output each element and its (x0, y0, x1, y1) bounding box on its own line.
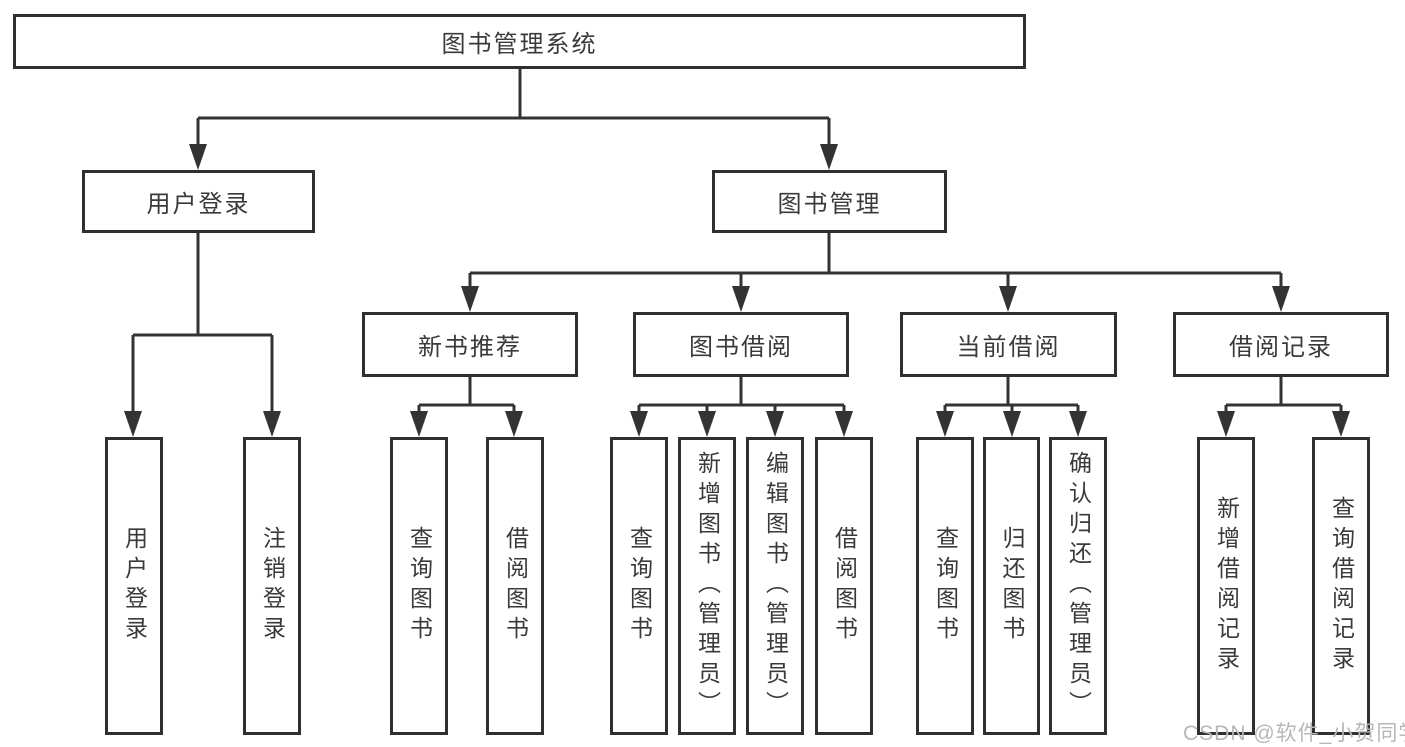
arrow-icon (124, 411, 142, 437)
leaf-borrow-books-recommend: 借阅图书 (486, 437, 544, 735)
connector-path (196, 69, 831, 152)
leaf-query-borrow-record: 查询借阅记录 (1312, 437, 1370, 735)
arrow-icon (1217, 411, 1235, 437)
arrow-icon (766, 411, 784, 437)
connector-path (637, 377, 846, 419)
leaf-label: 新增图书（管理员） (694, 451, 721, 721)
leaf-query-books-borrow: 查询图书 (610, 437, 668, 735)
arrow-icon (189, 144, 207, 170)
node-new-book-recommend: 新书推荐 (362, 312, 578, 377)
arrow-icon (461, 286, 479, 312)
leaf-add-borrow-record: 新增借阅记录 (1197, 437, 1255, 735)
arrow-icon (505, 411, 523, 437)
node-book-borrow: 图书借阅 (633, 312, 849, 377)
leaf-label: 新增借阅记录 (1213, 496, 1240, 676)
leaf-label: 注销登录 (259, 526, 286, 646)
leaf-label: 查询图书 (406, 526, 433, 646)
node-current-borrow: 当前借阅 (900, 312, 1117, 377)
leaf-label: 查询图书 (932, 526, 959, 646)
arrow-icon (1003, 411, 1021, 437)
leaf-edit-book-admin: 编辑图书（管理员） (746, 437, 804, 735)
arrow-icon (263, 411, 281, 437)
leaf-user-login: 用户登录 (105, 437, 163, 735)
arrow-icon (936, 411, 954, 437)
connector-path (1224, 377, 1343, 419)
leaf-label: 确认归还（管理员） (1065, 451, 1092, 721)
node-user-login: 用户登录 (82, 170, 315, 233)
arrow-icon (410, 411, 428, 437)
connector-path (417, 377, 516, 419)
connector-path (943, 377, 1080, 419)
arrow-icon (1332, 411, 1350, 437)
arrow-icon (835, 411, 853, 437)
connector-path (131, 233, 274, 419)
leaf-label: 归还图书 (999, 526, 1025, 646)
leaf-label: 查询借阅记录 (1328, 496, 1355, 676)
arrow-icon (630, 411, 648, 437)
leaf-add-book-admin: 新增图书（管理员） (678, 437, 736, 735)
leaf-logout: 注销登录 (243, 437, 301, 735)
leaf-label: 借阅图书 (502, 526, 529, 646)
connector-path (468, 233, 1283, 294)
arrow-icon (698, 411, 716, 437)
leaf-query-books-current: 查询图书 (916, 437, 974, 735)
node-library-system: 图书管理系统 (13, 14, 1026, 69)
watermark: CSDN @软件_小贺同学 (1183, 722, 1405, 745)
node-book-management: 图书管理 (712, 170, 947, 233)
leaf-borrow-books-borrow: 借阅图书 (815, 437, 873, 735)
leaf-label: 借阅图书 (831, 526, 858, 646)
arrow-icon (1272, 286, 1290, 312)
leaf-query-books-recommend: 查询图书 (390, 437, 448, 735)
arrow-icon (732, 286, 750, 312)
leaf-confirm-return-admin: 确认归还（管理员） (1049, 437, 1107, 735)
leaf-return-books: 归还图书 (983, 437, 1040, 735)
arrow-icon (820, 144, 838, 170)
leaf-label: 用户登录 (121, 526, 148, 646)
arrow-icon (1069, 411, 1087, 437)
leaf-label: 编辑图书（管理员） (762, 451, 789, 721)
leaf-label: 查询图书 (626, 526, 653, 646)
node-borrow-records: 借阅记录 (1173, 312, 1389, 377)
arrow-icon (999, 286, 1017, 312)
